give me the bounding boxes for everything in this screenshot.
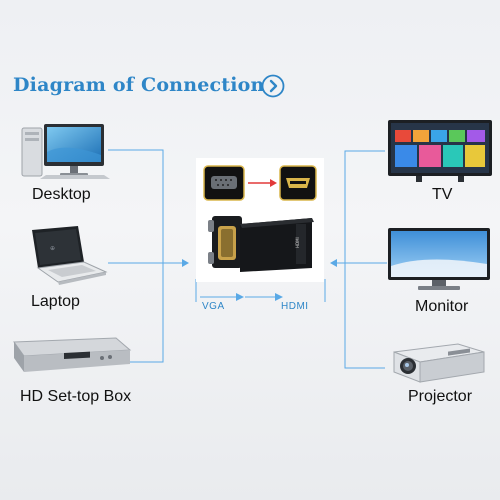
source-label-desktop: Desktop [32, 186, 91, 203]
monitor-icon [388, 228, 490, 290]
target-label-monitor: Monitor [415, 298, 469, 315]
svg-text:HDMI: HDMI [295, 237, 300, 248]
source-label-laptop: Laptop [31, 293, 80, 310]
tv-icon [388, 120, 492, 182]
target-label-projector: Projector [408, 388, 473, 405]
laptop-icon: ⊕ [32, 226, 108, 285]
projector-icon [393, 343, 485, 383]
adapter-input-label: VGA [202, 301, 225, 312]
set-top-box-icon [13, 337, 132, 372]
circle-arrow-icon [261, 74, 285, 98]
source-label-set-top-box: HD Set-top Box [20, 388, 132, 405]
desktop-icon [21, 124, 110, 179]
vga-to-hdmi-adapter-icon: HDMI [203, 165, 317, 272]
diagram-title: Diagram of Connection [13, 74, 265, 96]
adapter-output-label: HDMI [281, 301, 309, 312]
svg-text:⊕: ⊕ [50, 245, 55, 252]
target-label-tv: TV [432, 186, 453, 203]
